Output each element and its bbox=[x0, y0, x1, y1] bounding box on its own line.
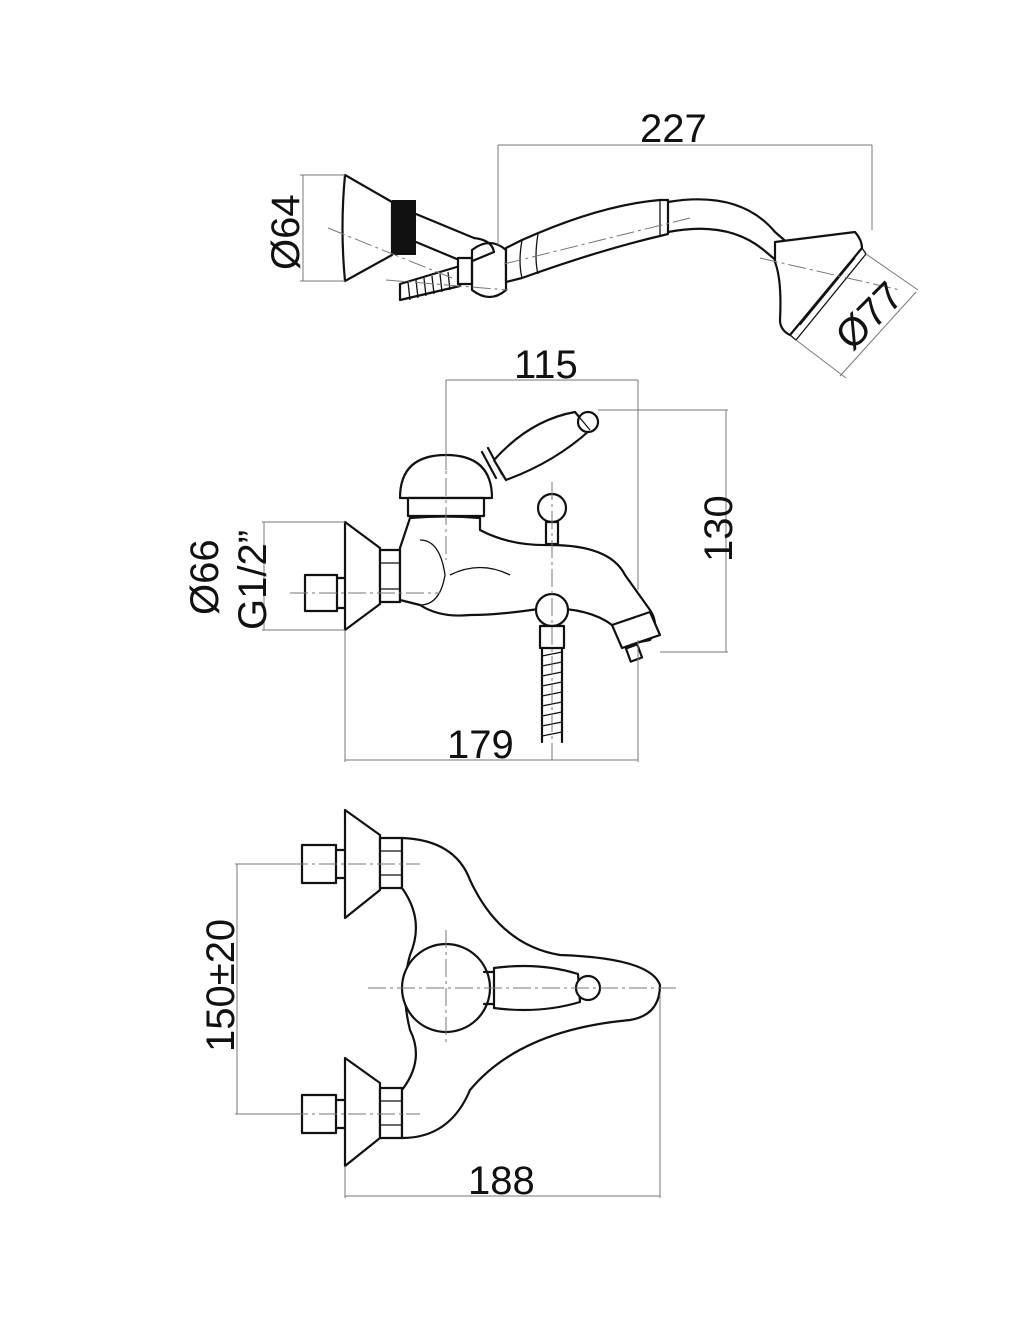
dim-handle-height-offset: 115 bbox=[514, 343, 578, 387]
dim-spout-projection: 179 bbox=[447, 723, 514, 767]
mixer-side-view bbox=[262, 379, 728, 762]
dim-overall-height: 130 bbox=[697, 495, 741, 562]
mixer-top-view bbox=[235, 808, 680, 1198]
dim-overall-width: 188 bbox=[468, 1159, 535, 1203]
handshower-view bbox=[300, 144, 919, 379]
dim-inlet-centers: 150±20 bbox=[199, 919, 243, 1052]
dim-flange-diameter: Ø66 bbox=[183, 539, 227, 615]
dim-handshower-length: 227 bbox=[640, 107, 707, 151]
dim-thread-size: G1/2” bbox=[231, 530, 275, 630]
dim-holder-diameter: Ø64 bbox=[264, 194, 308, 270]
